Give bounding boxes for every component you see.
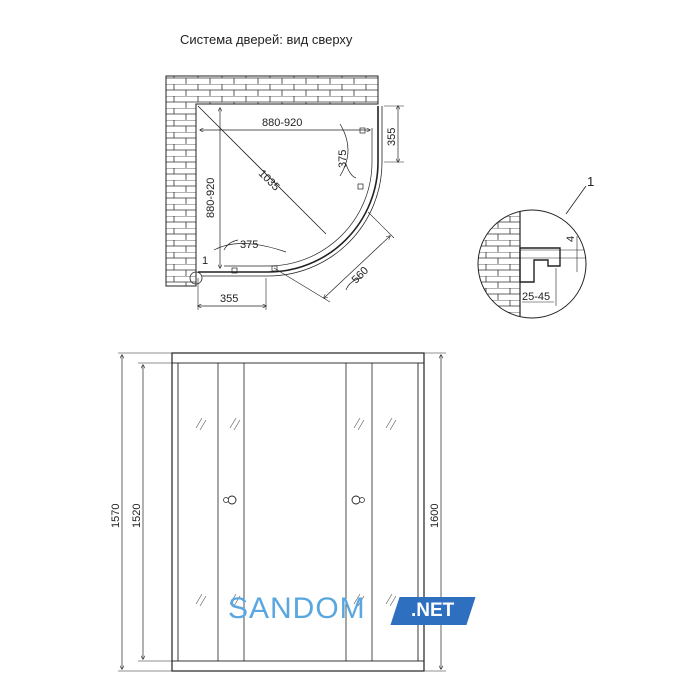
watermark-badge: .NET (390, 597, 476, 625)
dim-width: 880-920 (262, 117, 302, 129)
watermark-logo: SANDOM (228, 592, 366, 625)
dim-arc-bottom: 375 (240, 239, 258, 251)
dim-diagonal: 1035 (256, 168, 282, 194)
profile-detail: 4 25-45 1 (477, 174, 594, 319)
dim-height-outer: 1570 (110, 504, 122, 528)
dim-side-bottom: 355 (220, 293, 238, 305)
dim-gap: 4 (565, 236, 577, 242)
dim-side-right: 355 (386, 128, 398, 146)
dim-height-total: 1600 (429, 504, 441, 528)
door-arc (198, 106, 379, 273)
detail-callout: 1 (587, 174, 594, 189)
dim-depth: 880-920 (205, 178, 217, 218)
dim-arc-right: 375 (337, 150, 349, 168)
dim-range: 25-45 (522, 291, 550, 303)
watermark-badge-text: .NET (411, 600, 455, 621)
door-handle-right (351, 495, 361, 505)
top-view: 1035 880-920 880-920 355 355 375 375 (165, 75, 404, 310)
dim-height-inner: 1520 (131, 504, 143, 528)
profile-ref-label: 1 (202, 255, 208, 267)
drawing-title: Система дверей: вид сверху (180, 32, 353, 47)
dim-door-opening: 560 (350, 265, 371, 286)
profile-marker (189, 271, 203, 285)
door-handle-left (227, 495, 237, 505)
